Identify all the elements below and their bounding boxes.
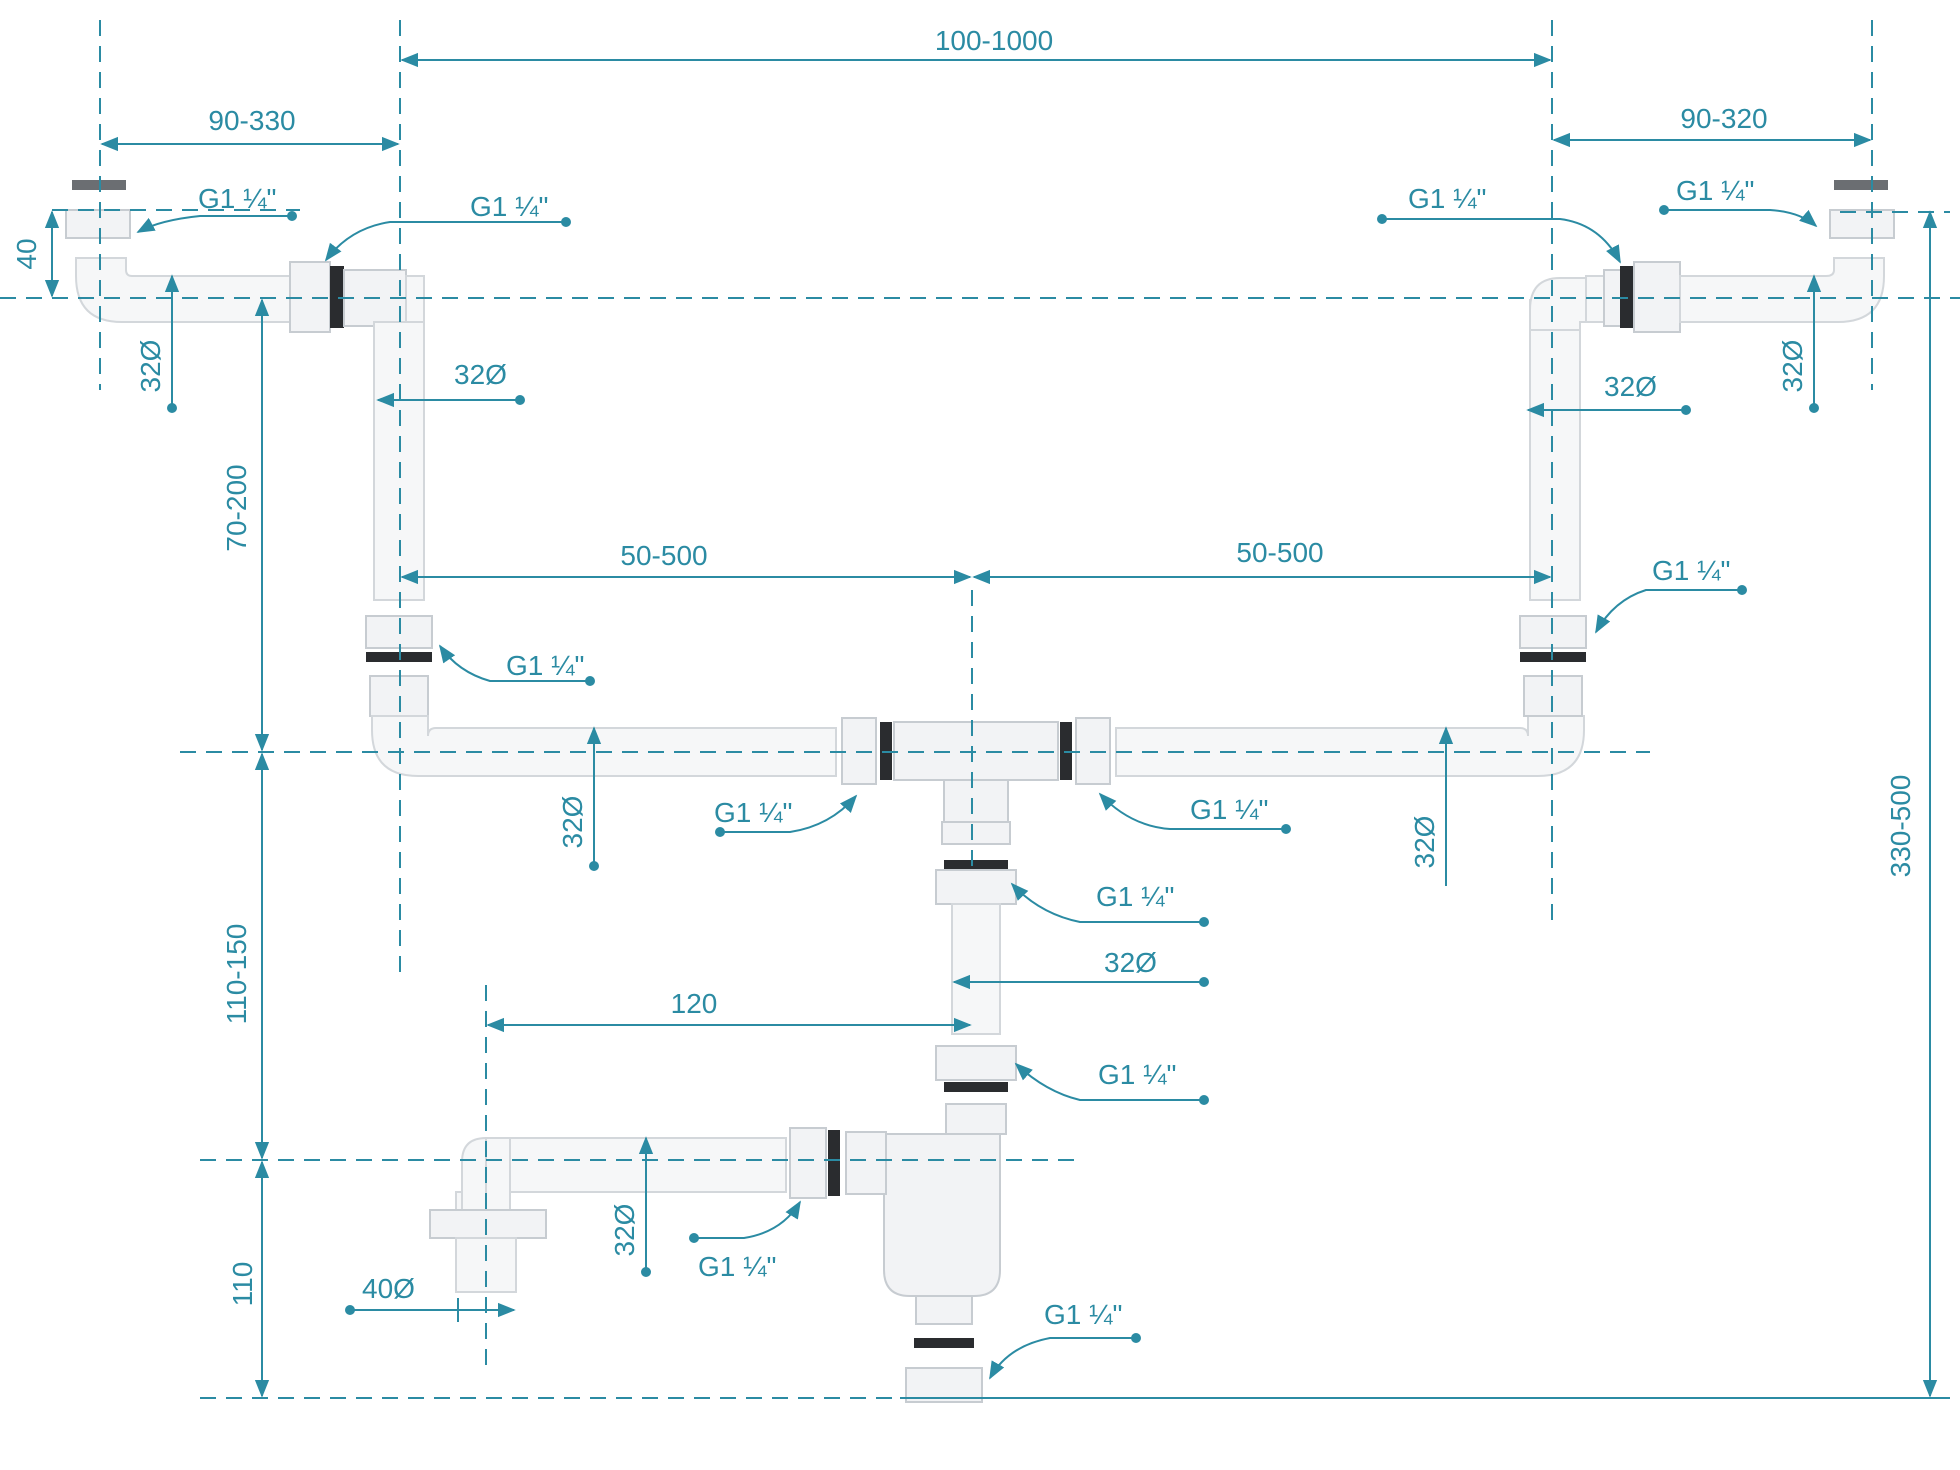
stem-pipe — [951, 903, 1001, 1035]
thread-callout-7: G1 ¼" — [714, 797, 792, 828]
central-tee-stem — [943, 779, 1009, 823]
diameter-1: 32Ø — [135, 340, 166, 393]
bottle-trap-body — [883, 1133, 1001, 1297]
diameter-2: 32Ø — [454, 359, 507, 390]
diameter-7: 32Ø — [1104, 947, 1157, 978]
left-inlet-elbow — [75, 257, 301, 323]
thread-callout-11: G1 ¼" — [698, 1251, 776, 1282]
pipework — [65, 180, 1895, 1403]
dim-top-span: 100-1000 — [935, 25, 1053, 56]
dim-left-height: 40 — [11, 238, 42, 269]
stem-gasket-2 — [944, 1082, 1008, 1092]
leader-arrows — [136, 209, 1818, 1380]
stem-nut-2 — [935, 1045, 1017, 1081]
thread-callout-9: G1 ¼" — [1096, 881, 1174, 912]
stem-nut-1 — [935, 869, 1017, 905]
left-lower-elbow — [371, 715, 837, 777]
bottle-trap-side-thread — [845, 1131, 887, 1195]
thread-callout-10: G1 ¼" — [1098, 1059, 1176, 1090]
right-strainer-nut — [1829, 209, 1895, 239]
dimension-lines — [44, 52, 1938, 1398]
dim-lower-drop: 110-150 — [221, 924, 252, 1025]
outlet-pipe — [485, 1137, 787, 1193]
thread-callout-2: G1 ¼" — [470, 191, 548, 222]
diameter-6: 32Ø — [1409, 816, 1440, 869]
thread-callout-8: G1 ¼" — [1190, 794, 1268, 825]
dim-trap-offset: 120 — [671, 988, 718, 1019]
trap-bottom-thread — [915, 1295, 973, 1325]
diameter-4: 32Ø — [1777, 340, 1808, 393]
thread-callout-3: G1 ¼" — [1408, 183, 1486, 214]
thread-callout-1: G1 ¼" — [198, 183, 276, 214]
right-vertical-pipe — [1529, 299, 1581, 601]
trap-side-nut — [789, 1127, 827, 1199]
dim-right-run: 50-500 — [1236, 537, 1323, 568]
center-lines — [0, 20, 1960, 1399]
dim-left-run: 50-500 — [620, 540, 707, 571]
trap-bottom-gasket — [914, 1338, 974, 1348]
thread-callout-6: G1 ¼" — [506, 650, 584, 681]
wall-flange — [429, 1209, 547, 1239]
wall-elbow-bend — [461, 1136, 487, 1211]
dim-total-height: 330-500 — [1885, 775, 1916, 878]
left-tee-gasket — [330, 266, 344, 328]
stem-thread — [941, 821, 1011, 845]
right-lower-elbow — [1115, 715, 1585, 777]
trap-bottom-nut — [905, 1367, 983, 1403]
dim-left-offset: 90-330 — [208, 105, 295, 136]
trap-side-gasket — [828, 1130, 840, 1196]
diameter-3: 32Ø — [1604, 371, 1657, 402]
thread-callout-12: G1 ¼" — [1044, 1299, 1122, 1330]
wall-outlet-diameter: 40Ø — [362, 1273, 415, 1304]
dim-left-drop: 70-200 — [221, 464, 252, 551]
right-strainer-cap — [1834, 180, 1888, 190]
stem-gasket-1 — [944, 860, 1008, 870]
left-strainer-nut — [65, 209, 131, 239]
bottle-trap-thread — [945, 1103, 1007, 1135]
right-inlet-elbow — [1679, 257, 1885, 323]
diameter-8: 32Ø — [609, 1204, 640, 1257]
dim-bottom-drop: 110 — [227, 1262, 258, 1307]
thread-callout-4: G1 ¼" — [1676, 175, 1754, 206]
dim-right-offset: 90-320 — [1680, 103, 1767, 134]
diameter-5: 32Ø — [557, 796, 588, 849]
thread-callout-5: G1 ¼" — [1652, 555, 1730, 586]
